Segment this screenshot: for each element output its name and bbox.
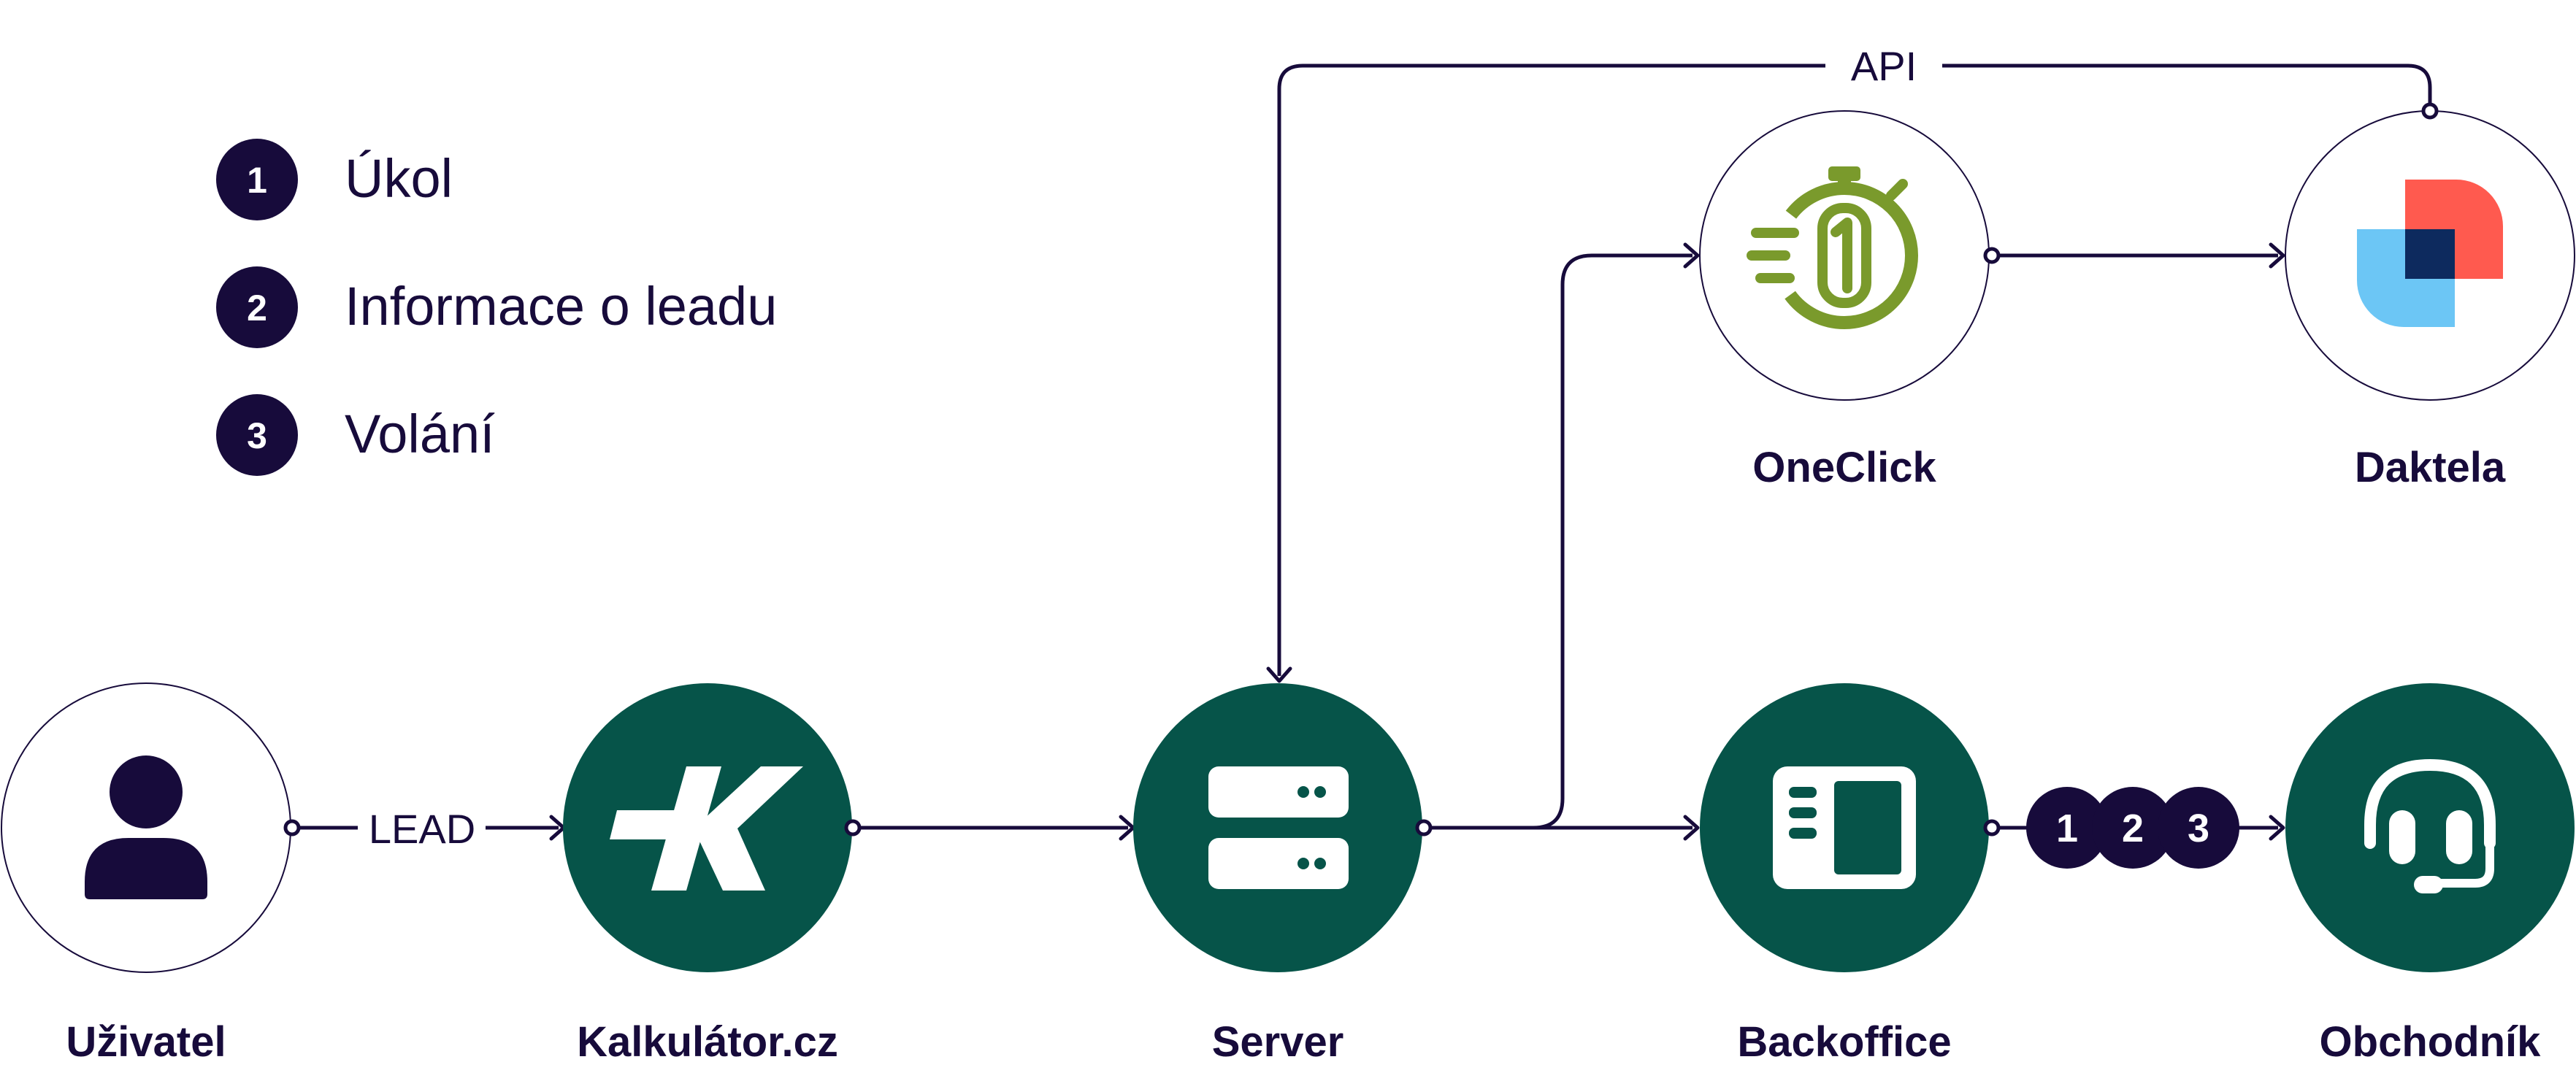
node-kalkulator: Kalkulátor.cz [563, 683, 852, 1066]
legend-label: Úkol [345, 148, 453, 209]
server-icon [1208, 766, 1349, 889]
arrow-head [1683, 242, 1700, 269]
node-oneclick: OneClick [1699, 110, 1990, 491]
step-badge: 1 [2056, 807, 2078, 850]
backoffice-icon [1773, 766, 1916, 889]
headset-icon [2364, 758, 2496, 893]
connection-dots [283, 102, 2439, 837]
node-server: Server [1133, 683, 1422, 1066]
node-label: Obchodník [2320, 1018, 2542, 1066]
step-badge: 3 [2188, 807, 2209, 850]
legend-item: 3 Volání [216, 394, 495, 476]
arrow-head [1683, 815, 1700, 841]
node-label: Backoffice [1737, 1018, 1951, 1066]
connection-dot [1415, 819, 1433, 837]
arrow-head [1266, 666, 1292, 683]
connection-dot [2421, 102, 2439, 120]
legend-label: Informace o leadu [345, 276, 777, 336]
api-label: API [1851, 43, 1917, 89]
server-oneclick-connector [1533, 253, 1693, 830]
api-connector-right [1942, 64, 2432, 111]
node-label: Kalkulátor.cz [577, 1018, 838, 1066]
stopwatch-icon [1747, 166, 1918, 329]
node-label: OneClick [1752, 444, 1936, 491]
step-badges: 1 2 3 [2026, 787, 2239, 869]
connection-dot [1983, 247, 2001, 264]
legend-label: Volání [345, 404, 495, 464]
kalkulator-logo [610, 766, 803, 891]
legend-item: 1 Úkol [216, 139, 453, 220]
node-label: Uživatel [66, 1018, 226, 1066]
arrow-head [2269, 242, 2285, 269]
node-label: Daktela [2355, 444, 2506, 491]
lead-label: LEAD [369, 806, 475, 852]
legend-number: 2 [247, 288, 267, 328]
node-uzivatel: Uživatel [1, 682, 291, 1066]
step-badge: 2 [2122, 807, 2144, 850]
legend-item: 2 Informace o leadu [216, 266, 777, 348]
user-icon [85, 755, 207, 899]
node-daktela: Daktela [2285, 110, 2575, 491]
connection-dot [283, 819, 301, 837]
arrow-head [2269, 815, 2285, 841]
api-connector-left [1277, 64, 1825, 676]
daktela-logo [2357, 180, 2503, 327]
connection-dot [844, 819, 862, 837]
legend-number: 1 [247, 160, 267, 201]
legend: 1 Úkol 2 Informace o leadu 3 Volání [216, 139, 777, 476]
connection-dot [1983, 819, 2001, 837]
legend-number: 3 [247, 415, 267, 456]
node-obchodnik: Obchodník [2285, 683, 2575, 1066]
node-backoffice: Backoffice [1700, 683, 1989, 1066]
node-label: Server [1212, 1018, 1344, 1066]
